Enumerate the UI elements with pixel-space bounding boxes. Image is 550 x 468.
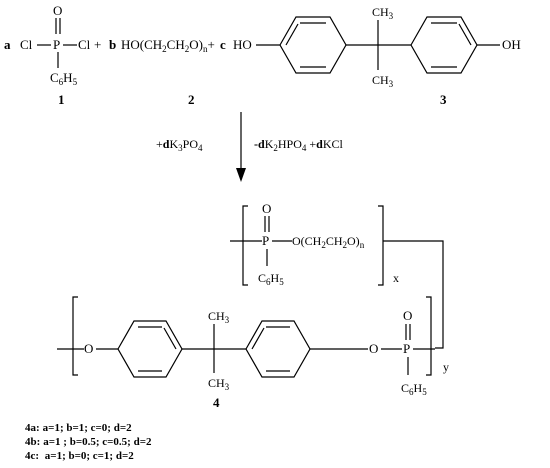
arrow-head (236, 168, 246, 182)
compound-number-2: 2 (188, 92, 195, 107)
oxygen-1: O (53, 3, 62, 18)
coef-a: a (4, 37, 11, 52)
ch3-top-3: CH3 (372, 5, 394, 21)
connector-line (383, 240, 444, 349)
lower-phenyl: C6H5 (401, 381, 427, 397)
benzene-ring-1 (279, 16, 347, 74)
plus-1: + (94, 37, 101, 52)
condition-right: -dK2HPO4+dKCl (254, 137, 344, 153)
bracket-y-right (426, 296, 432, 376)
reactant-2: b HO(CH2CH2O)n+ c 2 (109, 37, 226, 107)
product-lower-unit: O CH3 CH3 O P O C6H5 y 4 (57, 296, 449, 410)
condition-left: +dK3PO4 (156, 137, 203, 153)
bpa-ho: HO (233, 37, 252, 52)
coef-b: b (109, 37, 116, 52)
compound-number-3: 3 (440, 92, 447, 107)
product-upper-unit: P O O(CH2CH2O)n C6H5 x (230, 201, 444, 349)
coef-c: c (220, 37, 226, 52)
reactant-1: a Cl P Cl + O C6H5 1 (4, 3, 101, 107)
bracket-x-right (378, 205, 384, 286)
lower-o-right: O (369, 341, 378, 356)
legend-row-4a: 4a:a=1; b=1; c=0; d=2 (25, 422, 132, 434)
compound-number-4: 4 (213, 395, 220, 410)
composition-legend: 4a:a=1; b=1; c=0; d=2 4b:a=1 ; b=0.5; c=… (25, 422, 152, 462)
cl-left: Cl (20, 37, 33, 52)
phosphorus-1: P (53, 37, 60, 52)
upper-chain: O(CH2CH2O)n (292, 234, 365, 250)
ring3-double-3 (163, 327, 177, 350)
ch3-bottom-4: CH3 (208, 376, 230, 392)
upper-phenyl: C6H5 (258, 271, 284, 287)
upper-p: P (262, 233, 269, 248)
benzene-ring-4 (245, 320, 311, 378)
peg-formula: HO(CH2CH2O)n+ (121, 37, 215, 54)
x-label: x (393, 271, 399, 285)
lower-o-left: O (84, 341, 93, 356)
ch3-bottom-3: CH3 (372, 73, 394, 89)
y-label: y (443, 360, 449, 374)
ring2-double-3 (458, 23, 472, 46)
ch3-top-4: CH3 (208, 309, 230, 325)
compound-number-1: 1 (58, 92, 65, 107)
benzene-ring-2 (410, 16, 478, 74)
ring1-double-3 (285, 23, 299, 46)
bracket-x-left (242, 205, 248, 286)
legend-row-4b: 4b:a=1 ; b=0.5; c=0.5; d=2 (25, 436, 152, 448)
phenyl-1: C6H5 (50, 70, 78, 87)
cl-right: Cl (78, 37, 91, 52)
ring4-double-3 (251, 327, 265, 350)
reactant-3: HO CH3 CH3 OH 3 (233, 5, 521, 107)
lower-p: P (403, 341, 410, 356)
bracket-y-left (72, 296, 78, 376)
reaction-arrow (236, 112, 246, 182)
upper-o: O (262, 201, 271, 216)
benzene-ring-3 (117, 320, 183, 378)
bpa-oh: OH (502, 37, 521, 52)
lower-o-top: O (403, 308, 412, 323)
legend-row-4c: 4c: a=1; b=0; c=1; d=2 (25, 450, 134, 462)
